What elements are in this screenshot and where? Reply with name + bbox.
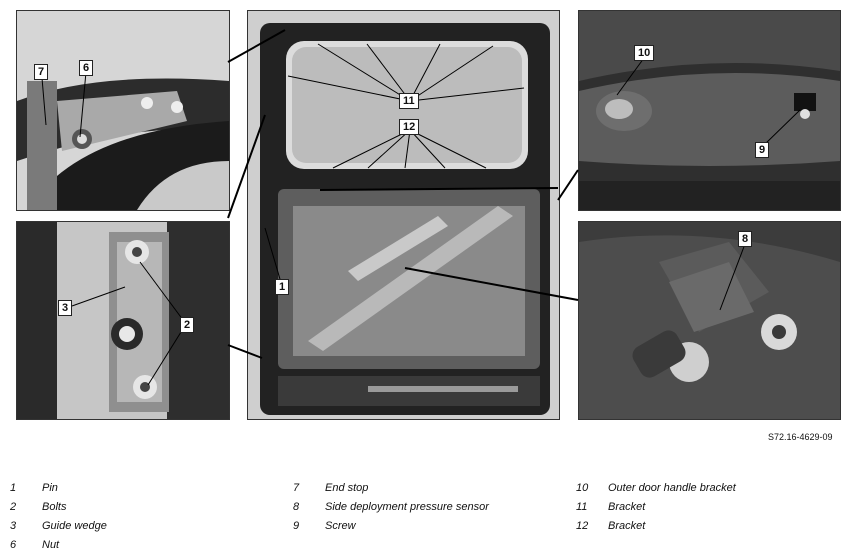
- legend-item: 7 End stop: [293, 482, 563, 501]
- legend-column-1: 1 Pin 2 Bolts 3 Guide wedge 6 Nut: [10, 482, 270, 558]
- callout-3: 3: [58, 300, 73, 316]
- figure-code: S72.16-4629-09: [768, 432, 833, 442]
- detail-pressure-sensor-photo: [578, 221, 841, 420]
- legend-item-text: Bolts: [42, 501, 67, 513]
- legend-item: 12 Bracket: [576, 520, 846, 539]
- legend-item: 10 Outer door handle bracket: [576, 482, 846, 501]
- legend-item-number: 7: [293, 482, 300, 494]
- legend-item-number: 11: [576, 501, 588, 513]
- callout-2: 2: [180, 317, 195, 333]
- legend-item-text: Side deployment pressure sensor: [325, 501, 489, 513]
- legend-item-number: 8: [293, 501, 300, 513]
- detail-handle-bracket-photo: [578, 10, 841, 211]
- legend-item-text: Bracket: [608, 501, 646, 513]
- callout-7: 7: [34, 64, 49, 80]
- legend-item-number: 3: [10, 520, 17, 532]
- callout-6: 6: [79, 60, 94, 76]
- legend-item: 9 Screw: [293, 520, 563, 539]
- legend-item: 1 Pin: [10, 482, 270, 501]
- door-overview-photo: [247, 10, 560, 420]
- legend-item-text: Nut: [42, 539, 60, 551]
- legend-item: 11 Bracket: [576, 501, 846, 520]
- legend-item-text: Pin: [42, 482, 58, 494]
- legend-item-text: Outer door handle bracket: [608, 482, 736, 494]
- legend-item: 3 Guide wedge: [10, 520, 270, 539]
- legend-item-number: 6: [10, 539, 17, 551]
- detail-end-stop-photo: [16, 10, 230, 211]
- legend-item-text: Bracket: [608, 520, 646, 532]
- legend-item-number: 12: [576, 520, 589, 532]
- legend-item-text: End stop: [325, 482, 369, 494]
- legend-item-number: 2: [10, 501, 17, 513]
- legend-item-number: 9: [293, 520, 300, 532]
- legend-column-2: 7 End stop 8 Side deployment pressure senso…: [293, 482, 563, 539]
- legend-item-number: 1: [10, 482, 17, 494]
- legend-item-number: 10: [576, 482, 589, 494]
- callout-1: 1: [275, 279, 290, 295]
- legend-item: 2 Bolts: [10, 501, 270, 520]
- legend-item-text: Guide wedge: [42, 520, 107, 532]
- legend-item: 6 Nut: [10, 539, 270, 558]
- detail-guide-wedge-photo: [16, 221, 230, 420]
- callout-8: 8: [738, 231, 753, 247]
- callout-12: 12: [399, 119, 420, 135]
- callout-11: 11: [399, 93, 419, 109]
- legend-item: 8 Side deployment pressure sensor: [293, 501, 563, 520]
- callout-10: 10: [634, 45, 655, 61]
- legend-item-text: Screw: [325, 520, 356, 532]
- callout-9: 9: [755, 142, 770, 158]
